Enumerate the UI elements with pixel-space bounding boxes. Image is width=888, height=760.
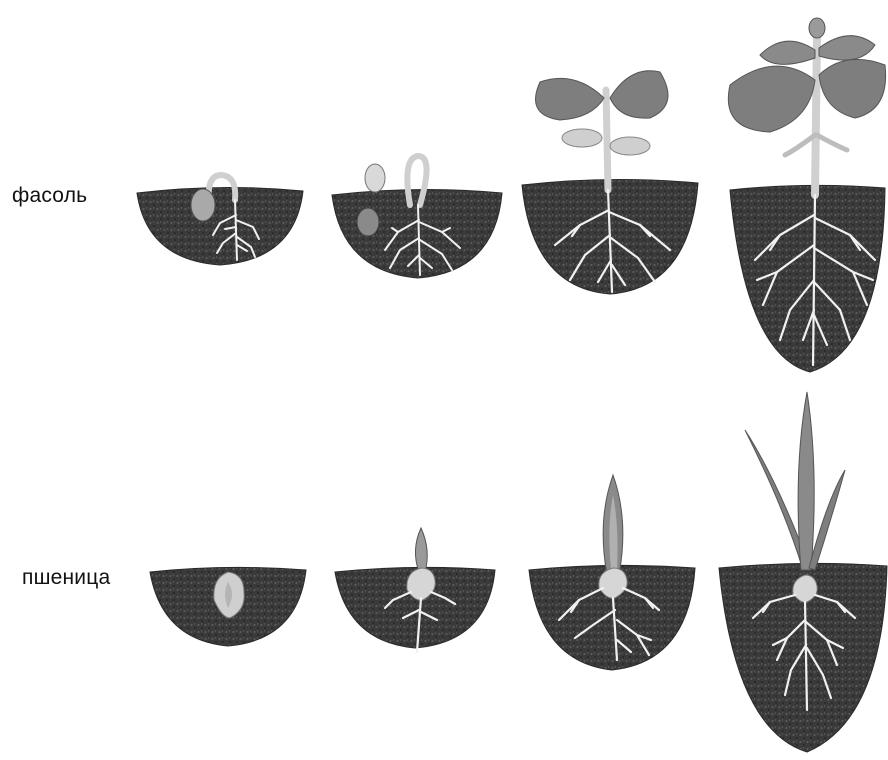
bud-top (809, 18, 825, 38)
bean-seed-coat (357, 208, 379, 236)
soil-cross-section (332, 189, 502, 278)
bean-seed (191, 189, 215, 221)
leaf-top-left (760, 41, 815, 64)
row-label-bean: фасоль (12, 184, 87, 208)
cotyledon-left (785, 135, 815, 155)
bean-seed (365, 164, 385, 192)
bean-stage-3 (520, 60, 700, 300)
cotyledon-left (562, 129, 602, 147)
soil-cross-section (730, 185, 885, 372)
cotyledon-right (610, 137, 650, 155)
row-label-wheat: пшеница (22, 566, 110, 590)
stem (815, 35, 817, 195)
soil-cross-section (137, 187, 303, 265)
cotyledon-right (817, 135, 847, 150)
wheat-stage-1 (148, 560, 308, 650)
wheat-stage-2 (333, 520, 498, 660)
leaf-center (798, 392, 814, 570)
leaf-top-right (819, 36, 875, 60)
leaf-right-large (819, 59, 886, 118)
bean-stage-4 (715, 10, 888, 380)
bean-stage-1 (135, 165, 305, 275)
leaf-left-large (728, 66, 815, 132)
stem (606, 90, 608, 190)
bean-stage-2 (330, 150, 505, 285)
wheat-stage-4 (715, 390, 888, 760)
leaf-right (610, 71, 668, 118)
coleoptile (415, 528, 427, 572)
wheat-stage-3 (527, 470, 697, 685)
leaf-left (536, 78, 605, 120)
